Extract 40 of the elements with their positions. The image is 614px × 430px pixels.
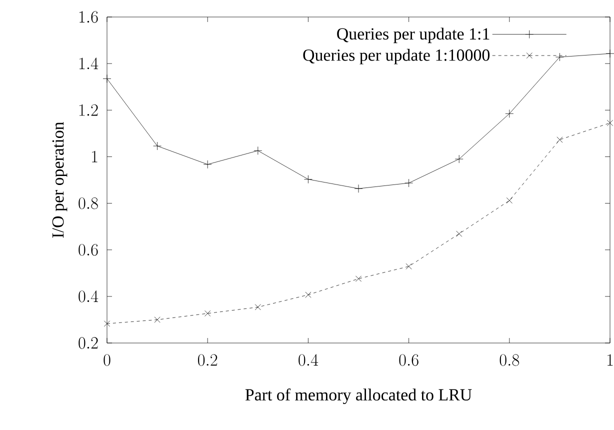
- x-axis-title: Part of memory allocated to LRU: [245, 388, 472, 404]
- point: [104, 320, 110, 327]
- point: [204, 310, 211, 316]
- y-tick-label: 0.4: [78, 290, 98, 302]
- point: [154, 316, 160, 323]
- point: [456, 230, 462, 237]
- point: [606, 49, 614, 58]
- legend-label: Queries per update 1:10000: [303, 48, 490, 64]
- legend-label: Queries per update 1:1: [337, 28, 490, 44]
- y-tick-label: 1 .6: [80, 11, 98, 23]
- y-tick-label: 0.6: [78, 244, 98, 256]
- y-tick-label: 1: [92, 150, 98, 162]
- point: [406, 263, 412, 270]
- point: [354, 184, 363, 193]
- point: [102, 74, 112, 83]
- point: [153, 142, 162, 150]
- y-tick-label: 0.8: [78, 197, 98, 210]
- point: [556, 136, 563, 143]
- y-tick-label: 1 .2: [80, 104, 98, 116]
- point: [606, 120, 614, 126]
- point: [454, 154, 464, 164]
- x-tick-label: 0: [104, 354, 110, 366]
- point: [305, 292, 312, 298]
- y-tick-label: 1 .4: [80, 58, 98, 70]
- point: [505, 109, 514, 118]
- point: [355, 276, 362, 282]
- y-tick-label: 0.2: [78, 337, 98, 349]
- point: [254, 304, 261, 310]
- point: [506, 197, 512, 204]
- point: [556, 52, 564, 62]
- x-tick-label: 0.2: [198, 354, 218, 366]
- point: [404, 178, 414, 188]
- point: [254, 146, 262, 155]
- x-tick-label: 0.8: [500, 354, 520, 366]
- point: [203, 160, 212, 169]
- x-tick-label: 0.6: [399, 354, 418, 366]
- point: [304, 175, 312, 184]
- x-tick-label: 0.4: [298, 354, 318, 366]
- x-tick-label: 1: [608, 354, 613, 366]
- y-axis-title: I/O per operation: [52, 122, 68, 238]
